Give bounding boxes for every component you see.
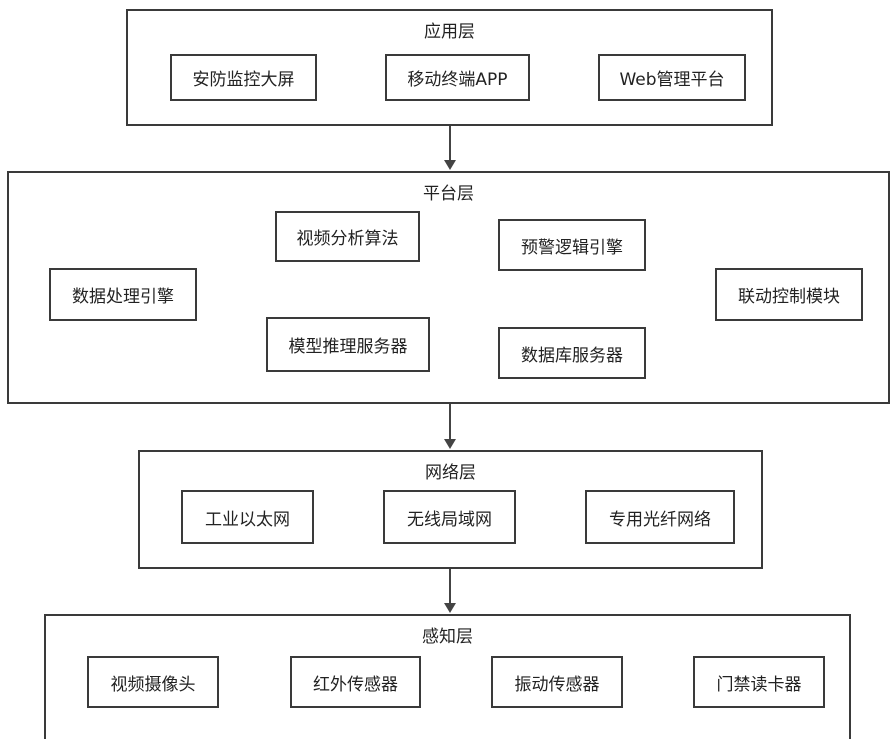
box-web-platform: Web管理平台 — [598, 54, 746, 101]
box-industrial-ethernet: 工业以太网 — [181, 490, 314, 544]
arrow-platform-to-network — [444, 404, 456, 449]
box-database-server: 数据库服务器 — [498, 327, 646, 379]
box-infrared-sensor: 红外传感器 — [290, 656, 421, 708]
box-video-camera: 视频摄像头 — [87, 656, 219, 708]
box-access-card-reader: 门禁读卡器 — [693, 656, 825, 708]
box-security-monitor-screen: 安防监控大屏 — [170, 54, 317, 101]
box-wireless-lan: 无线局域网 — [383, 490, 516, 544]
perception-layer-title: 感知层 — [422, 627, 473, 647]
box-dedicated-fiber-network: 专用光纤网络 — [585, 490, 735, 544]
box-model-inference-server: 模型推理服务器 — [266, 317, 430, 372]
arrow-app-to-platform — [444, 126, 456, 170]
network-layer-title: 网络层 — [425, 463, 476, 483]
box-mobile-app: 移动终端APP — [385, 54, 530, 101]
platform-layer-title: 平台层 — [423, 184, 474, 204]
box-video-analysis-algorithm: 视频分析算法 — [275, 211, 420, 262]
box-data-processing-engine: 数据处理引擎 — [49, 268, 197, 321]
arrow-network-to-perception — [444, 569, 456, 613]
box-alert-logic-engine: 预警逻辑引擎 — [498, 219, 646, 271]
application-layer-title: 应用层 — [424, 22, 475, 42]
box-linkage-control-module: 联动控制模块 — [715, 268, 863, 321]
box-vibration-sensor: 振动传感器 — [491, 656, 623, 708]
